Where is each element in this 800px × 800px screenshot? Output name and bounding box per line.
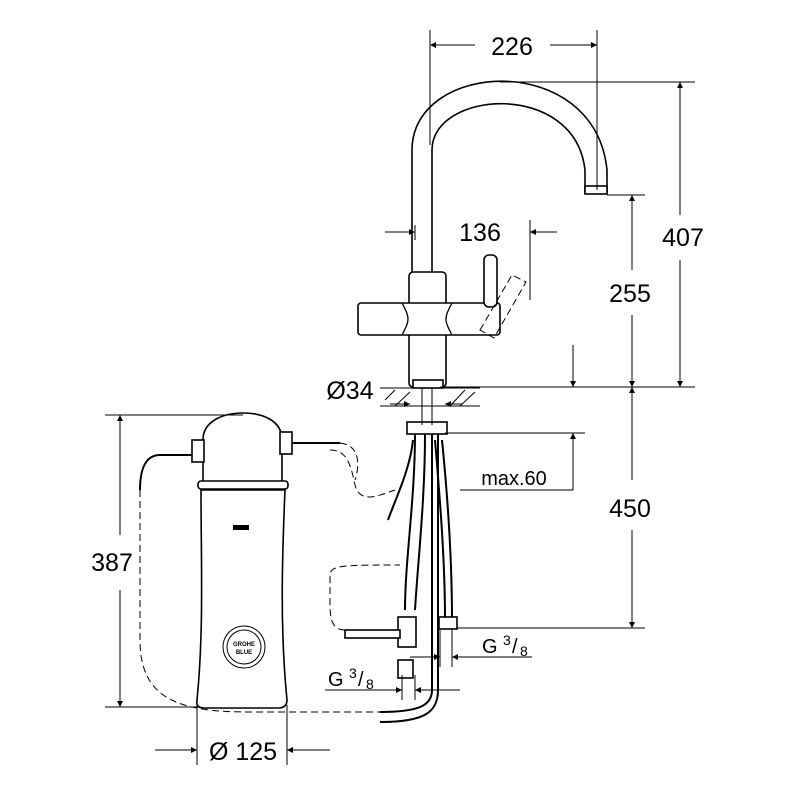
- thread-base: G: [328, 669, 344, 691]
- spout: [411, 80, 608, 276]
- thread-right-label: G 3 / 8: [482, 632, 528, 659]
- filter-cartridge: GROHE BLUE: [139, 412, 380, 713]
- filter-logo-line1: GROHE: [233, 642, 255, 648]
- dim-hose-length: 450: [609, 495, 651, 523]
- dim-spout-height: 255: [609, 280, 651, 308]
- dim-filter-height: 387: [91, 549, 133, 577]
- faucet: [357, 80, 608, 389]
- thread-den: 8: [520, 643, 528, 659]
- dimension-lines: [105, 30, 695, 765]
- dim-counter-thickness: max.60: [481, 468, 547, 490]
- thread-slash: /: [512, 636, 518, 658]
- spout-tip: [584, 185, 608, 195]
- lever: [483, 254, 498, 308]
- thread-base: G: [482, 636, 498, 658]
- lever-alt-position: [479, 274, 527, 339]
- dim-filter-diameter: Ø 125: [209, 738, 277, 766]
- dim-hole-diameter: Ø34: [326, 377, 373, 405]
- filter-body: [196, 489, 288, 709]
- dim-handle-offset: 136: [459, 219, 501, 247]
- thread-num: 3: [349, 665, 357, 681]
- filter-logo-line2: BLUE: [236, 650, 252, 656]
- thread-slash: /: [358, 669, 364, 691]
- handle-bar: [357, 302, 501, 336]
- filter-head: [202, 412, 283, 486]
- thread-left-label: G 3 / 8: [328, 665, 374, 692]
- thread-num: 3: [503, 632, 511, 648]
- hoses: [329, 433, 458, 723]
- dim-total-height: 407: [662, 224, 704, 252]
- thread-den: 8: [366, 676, 374, 692]
- dim-spout-reach: 226: [491, 33, 533, 61]
- countertop: [380, 387, 480, 435]
